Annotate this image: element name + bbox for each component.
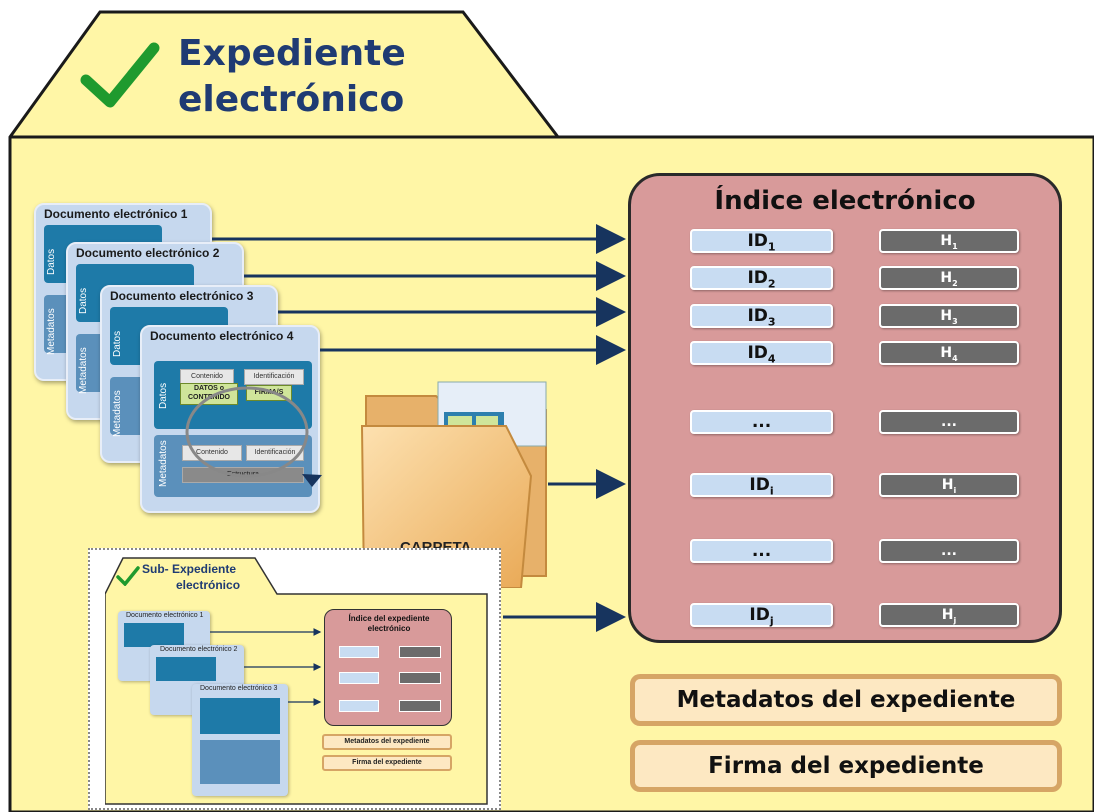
doc-title: Documento electrónico 2 — [76, 246, 220, 260]
sub-indice-panel: Índice del expediente electrónico — [324, 609, 452, 726]
metadatos-label: Metadatos — [46, 308, 57, 355]
metadatos-label: Metadatos — [158, 440, 169, 487]
sub-expediente-title-line2: electrónico — [176, 578, 241, 592]
sub-metadatos-block — [200, 740, 280, 784]
page-title-line1: Expediente — [178, 33, 406, 74]
page-title-line2: electrónico — [178, 79, 405, 120]
sub-indice-title: Índice del expediente electrónico — [348, 614, 430, 633]
id-box: ID2 — [690, 266, 833, 290]
metadatos-label: Metadatos — [112, 390, 123, 437]
cycle-arrow-icon — [185, 386, 322, 487]
metadatos-label: Metadatos — [78, 347, 89, 394]
hash-box: Hi — [879, 473, 1019, 497]
doc-title: Documento electrónico 4 — [150, 329, 294, 343]
hash-box: H4 — [879, 341, 1019, 365]
datos-label: Datos — [158, 382, 169, 409]
sub-firma-box: Firma del expediente — [322, 755, 452, 771]
sub-hash-box — [399, 646, 441, 658]
contenido-chip: Contenido — [180, 369, 234, 385]
id-box: IDj — [690, 603, 833, 627]
sub-doc-title: Documento electrónico 1 — [126, 612, 204, 619]
hash-box: Hj — [879, 603, 1019, 627]
sub-datos-block — [200, 698, 280, 734]
hash-box: ... — [879, 410, 1019, 434]
datos-label: Datos — [78, 287, 89, 314]
sub-metadatos-box: Metadatos del expediente — [322, 734, 452, 750]
documento-electronico-4: Documento electrónico 4 Datos Metadatos … — [140, 325, 322, 513]
identificacion-chip: Identificación — [244, 369, 304, 385]
sub-doc-3: Documento electrónico 3 — [192, 684, 288, 796]
hash-box: H1 — [879, 229, 1019, 253]
id-box: ID1 — [690, 229, 833, 253]
firma-expediente-box: Firma del expediente — [630, 740, 1062, 792]
hash-box: H2 — [879, 266, 1019, 290]
hash-box: ... — [879, 539, 1019, 563]
metadatos-expediente-box: Metadatos del expediente — [630, 674, 1062, 726]
id-box: IDi — [690, 473, 833, 497]
sub-expediente-title-line1: Sub- Expediente — [142, 562, 237, 576]
datos-label: Datos — [46, 248, 57, 275]
datos-label: Datos — [112, 330, 123, 357]
sub-id-box — [339, 646, 379, 658]
indice-title: Índice electrónico — [714, 186, 976, 216]
sub-hash-box — [399, 700, 441, 712]
sub-check-icon — [116, 566, 140, 586]
id-box: ... — [690, 410, 833, 434]
carpeta-folder-icon — [360, 381, 547, 588]
id-box: ID3 — [690, 304, 833, 328]
sub-datos-block — [156, 657, 216, 681]
sub-hash-box — [399, 672, 441, 684]
doc-title: Documento electrónico 1 — [44, 207, 188, 221]
id-box: ID4 — [690, 341, 833, 365]
identificacion-chip: Identificación — [246, 445, 304, 461]
doc-title: Documento electrónico 3 — [110, 289, 254, 303]
sub-doc-title: Documento electrónico 2 — [160, 646, 238, 653]
hash-box: H3 — [879, 304, 1019, 328]
check-icon — [80, 42, 160, 108]
sub-id-box — [339, 700, 379, 712]
sub-datos-block — [124, 623, 184, 647]
sub-doc-title: Documento electrónico 3 — [200, 685, 278, 692]
sub-id-box — [339, 672, 379, 684]
id-box: ... — [690, 539, 833, 563]
